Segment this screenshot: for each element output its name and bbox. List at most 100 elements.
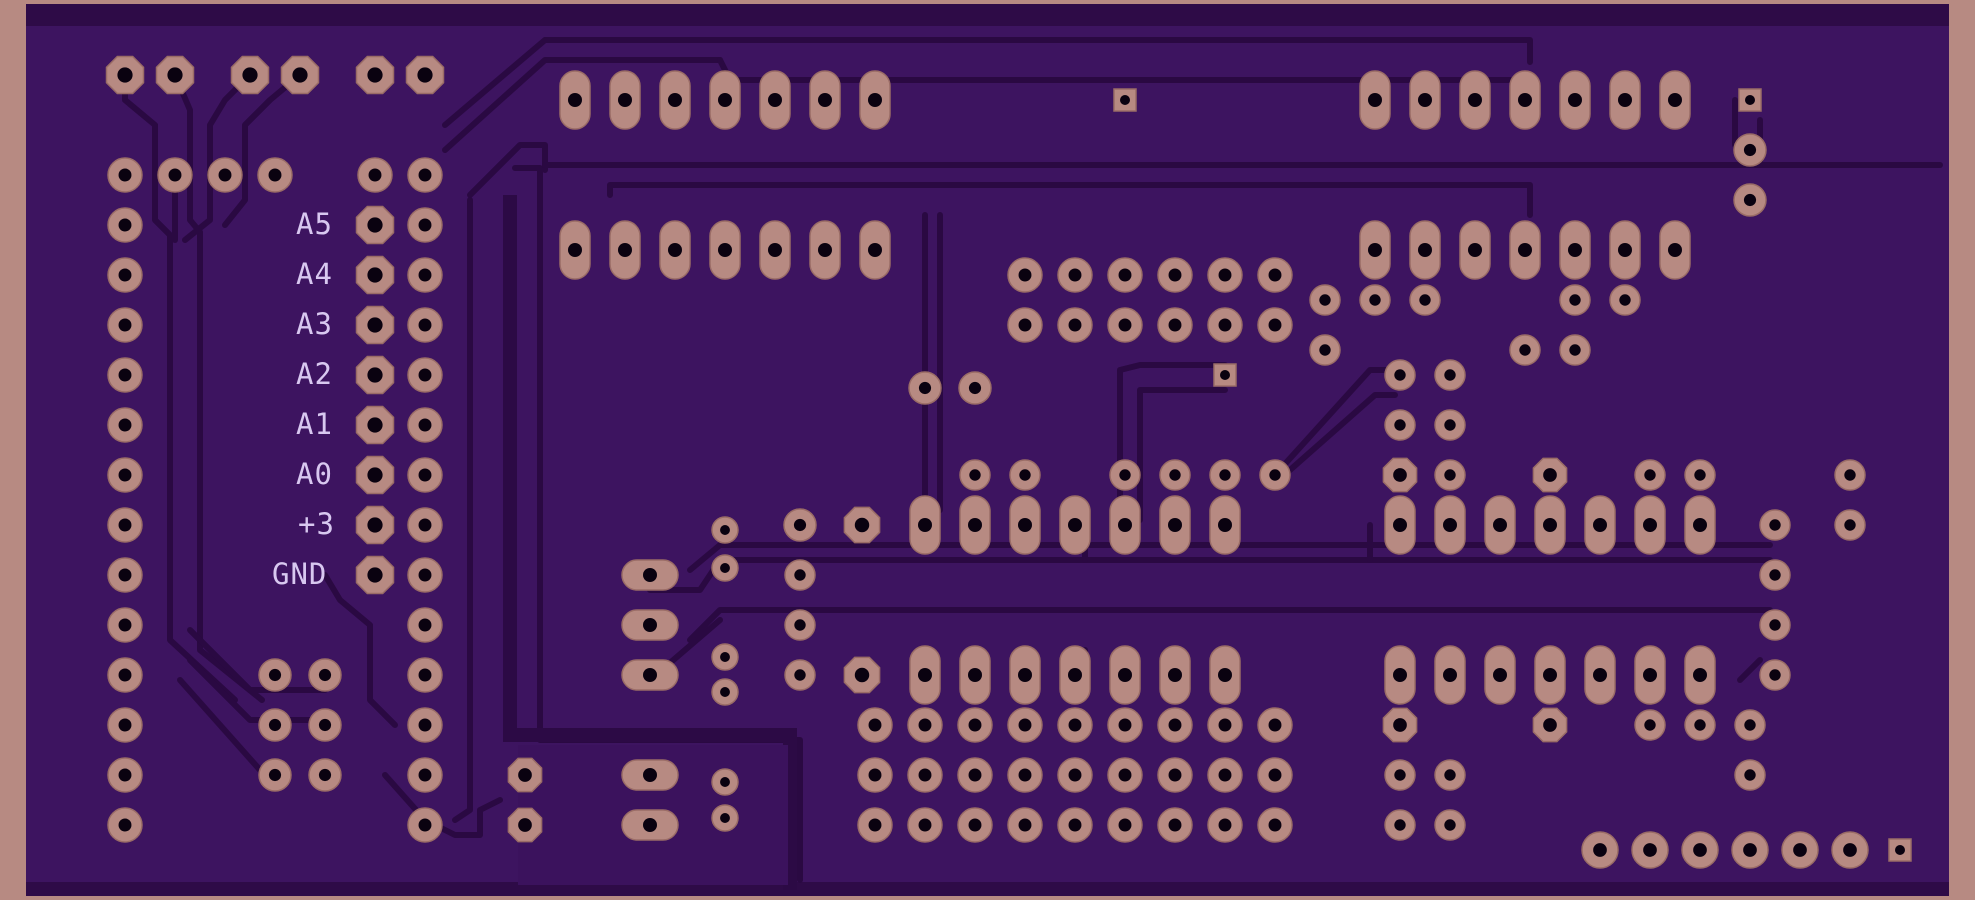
dip-pad: [759, 70, 791, 130]
analog-pin-pad: [355, 555, 395, 595]
dip-pad: [1009, 645, 1041, 705]
dip-pad: [1659, 220, 1691, 280]
arduino-pin-pad: [107, 307, 143, 343]
dip-pad: [1459, 70, 1491, 130]
small-pad: [1759, 559, 1791, 591]
small-pad: [1384, 759, 1416, 791]
label-gnd: GND: [272, 557, 327, 591]
dip-pad: [1634, 495, 1666, 555]
grid-pad: [907, 757, 943, 793]
dip-pad: [1609, 70, 1641, 130]
dip-pad: [559, 220, 591, 280]
dip-pad: [1484, 645, 1516, 705]
header-pad: [207, 157, 243, 193]
dip-pad: [609, 70, 641, 130]
header-pad: [407, 157, 443, 193]
small-pad: [959, 459, 991, 491]
grid-pad: [1057, 807, 1093, 843]
label-a3: A3: [296, 307, 333, 341]
arduino-pin-pad: [407, 407, 443, 443]
grid-pad: [1207, 807, 1243, 843]
header-pad: [405, 55, 445, 95]
dip-pad: [1409, 70, 1441, 130]
small-pad: [1759, 659, 1791, 691]
grid-pad: [857, 807, 893, 843]
small-pad: [1734, 709, 1766, 741]
arduino-pin-pad: [407, 357, 443, 393]
dip-pad: [1209, 645, 1241, 705]
dip-pad: [859, 220, 891, 280]
dip-pad: [1659, 70, 1691, 130]
label-a1: A1: [296, 407, 333, 441]
small-pad: [507, 807, 543, 843]
dip-pad: [1109, 645, 1141, 705]
dip-pad: [1434, 645, 1466, 705]
grid-pad: [1057, 757, 1093, 793]
small-pad: [1509, 334, 1541, 366]
pads-layer: [105, 55, 1912, 869]
label-plus3: +3: [298, 507, 335, 541]
header-pad: [230, 55, 270, 95]
grid-pad: [1157, 257, 1193, 293]
small-pad: [308, 708, 342, 742]
small-pad: [784, 659, 816, 691]
small-pad: [784, 559, 816, 591]
label-a0: A0: [296, 457, 333, 491]
small-pad: [1309, 334, 1341, 366]
dip-pad: [709, 70, 741, 130]
small-pad: [784, 609, 816, 641]
dip-pad: [859, 70, 891, 130]
dip-pad: [659, 70, 691, 130]
dip-pad: [959, 645, 991, 705]
copper-traces: [122, 37, 1943, 883]
arduino-pin-pad: [107, 757, 143, 793]
small-pad: [308, 758, 342, 792]
arduino-pin-pad: [107, 207, 143, 243]
small-pad: [711, 768, 739, 796]
small-pad: [1434, 809, 1466, 841]
dip-pad: [1584, 495, 1616, 555]
analog-pin-pad: [355, 505, 395, 545]
grid-pad: [1207, 257, 1243, 293]
small-pad: [843, 506, 881, 544]
small-pad: [1733, 133, 1767, 167]
small-pad: [711, 804, 739, 832]
small-pad: [1834, 509, 1866, 541]
small-pad: [258, 758, 292, 792]
dip-pad: [1009, 495, 1041, 555]
grid-pad: [1007, 807, 1043, 843]
small-pad: [1759, 509, 1791, 541]
grid-pad: [1257, 807, 1293, 843]
test-point-pad: [1738, 88, 1762, 112]
grid-pad: [1257, 257, 1293, 293]
grid-pad: [907, 807, 943, 843]
header-pad: [357, 157, 393, 193]
small-pad: [1259, 459, 1291, 491]
grid-pad: [907, 707, 943, 743]
header-pad: [157, 157, 193, 193]
grid-pad: [1007, 307, 1043, 343]
dip-pad: [1484, 495, 1516, 555]
arduino-pin-pad: [407, 557, 443, 593]
grid-pad: [1007, 707, 1043, 743]
dip-pad: [1359, 70, 1391, 130]
dip-pad: [1059, 495, 1091, 555]
small-pad: [711, 516, 739, 544]
small-pad: [1684, 709, 1716, 741]
arduino-pin-pad: [407, 707, 443, 743]
small-pad: [1434, 459, 1466, 491]
small-pad: [1384, 359, 1416, 391]
small-pad: [1759, 609, 1791, 641]
header-pad: [280, 55, 320, 95]
oblong-pad: [621, 559, 679, 591]
arduino-pin-pad: [107, 507, 143, 543]
arduino-pin-pad: [407, 257, 443, 293]
arduino-pin-pad: [107, 357, 143, 393]
arduino-pin-pad: [107, 407, 143, 443]
small-pad: [1159, 459, 1191, 491]
arduino-pin-pad: [407, 757, 443, 793]
header-pad: [355, 55, 395, 95]
small-pad: [711, 643, 739, 671]
dip-pad: [709, 220, 741, 280]
dip-pad: [1459, 220, 1491, 280]
